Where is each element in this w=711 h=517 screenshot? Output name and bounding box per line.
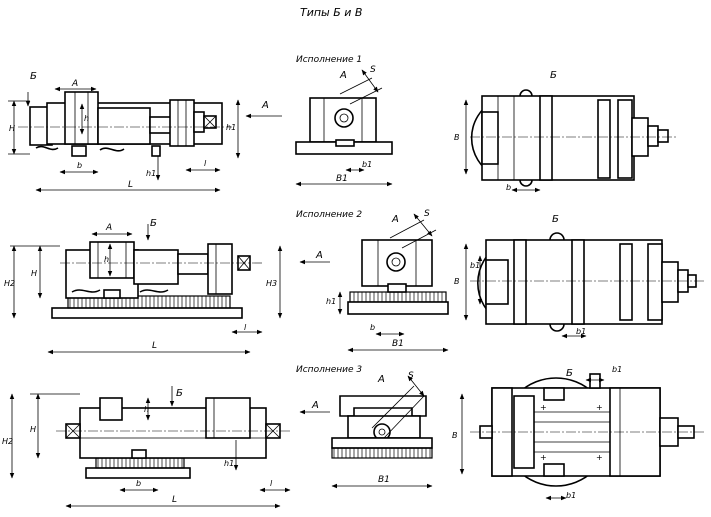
exec3-label-l: L — [172, 495, 177, 505]
exec2-front-label-a: А — [391, 214, 399, 225]
exec3-top-view: + + + + — [459, 373, 706, 501]
execution-1-label: Исполнение 1 — [296, 55, 362, 65]
exec1-label-h1-right: h1 — [226, 123, 236, 132]
exec3-label-h1: h1 — [224, 459, 234, 468]
exec3-label-b-small: b — [136, 479, 141, 488]
svg-text:+: + — [540, 453, 547, 462]
exec3-label-h: h — [144, 405, 149, 414]
exec2-top-label-b1-bottom: b1 — [576, 327, 586, 336]
exec1-front-label-s: S — [370, 65, 376, 75]
exec3-label-h2: H2 — [2, 437, 13, 446]
exec2-label-l-small: l — [244, 323, 247, 332]
exec2-front-label-h1: h1 — [326, 297, 336, 306]
exec3-top-label-b1-bottom: b1 — [566, 491, 576, 500]
exec1-top-label-b-view: Б — [550, 70, 557, 81]
exec1-label-h1: h1 — [146, 169, 156, 178]
exec2-label-b-arrow: Б — [150, 218, 157, 229]
exec2-top-label-v: B — [454, 277, 460, 286]
exec2-top-view — [463, 232, 706, 339]
exec2-front-label-b1: B1 — [392, 339, 404, 349]
exec1-label-l-small: l — [204, 159, 207, 168]
exec3-top-label-b-view: Б — [566, 368, 573, 379]
exec3-top-label-v: B — [452, 431, 458, 440]
exec1-label-a-view: А — [261, 100, 269, 111]
exec2-front-view — [337, 213, 449, 353]
sheet-title: Типы Б и В — [300, 6, 362, 19]
exec1-top-view — [463, 89, 676, 193]
exec2-top-label-b1: b1 — [470, 261, 480, 270]
exec2-label-y2: H2 — [4, 279, 15, 288]
execution-2-label: Исполнение 2 — [296, 210, 362, 220]
exec1-front-view — [295, 69, 393, 187]
exec3-front-label-s: S — [408, 371, 414, 381]
exec3-label-l-small: l — [270, 479, 273, 488]
exec3-label-b-arrow: Б — [176, 388, 183, 399]
exec1-label-h: h — [84, 114, 89, 123]
exec3-label-a-view: А — [311, 400, 319, 411]
exec2-front-label-b-small: b — [370, 323, 375, 332]
exec3-front-label-a: А — [377, 374, 385, 385]
exec2-label-y3: H3 — [266, 279, 277, 288]
exec3-top-label-b1-top: b1 — [612, 365, 622, 374]
exec3-front-label-b1: B1 — [378, 475, 390, 485]
exec1-front-label-b1: B1 — [336, 174, 348, 184]
exec2-label-a-top: А — [105, 223, 112, 233]
exec1-label-l: L — [128, 180, 133, 190]
exec1-label-y: H — [9, 124, 15, 133]
exec1-top-label-v: B — [454, 133, 460, 142]
exec1-front-label-a: А — [339, 70, 347, 81]
exec1-front-label-b1-small: b1 — [362, 160, 372, 169]
exec2-label-l: L — [152, 341, 157, 351]
exec2-front-label-s: S — [424, 209, 430, 219]
svg-text:+: + — [596, 453, 603, 462]
exec3-side-view — [9, 386, 330, 509]
exec2-label-h-big: H — [31, 269, 37, 278]
execution-3-label: Исполнение 3 — [296, 365, 362, 375]
exec3-label-h-big: H — [30, 425, 36, 434]
svg-text:+: + — [540, 403, 547, 412]
exec1-label-b: b — [77, 161, 82, 170]
exec1-top-label-b-small: b — [506, 183, 511, 192]
exec2-top-label-b-view: Б — [552, 214, 559, 225]
exec1-label-a-top: А — [71, 79, 78, 89]
exec3-front-view — [331, 375, 433, 489]
exec2-label-a-view: А — [315, 250, 323, 261]
exec2-side-view — [10, 224, 330, 355]
exec1-side-view — [8, 86, 282, 193]
exec2-label-h: h — [104, 255, 109, 264]
exec1-label-b-arrow: Б — [30, 71, 37, 82]
svg-text:+: + — [596, 403, 603, 412]
